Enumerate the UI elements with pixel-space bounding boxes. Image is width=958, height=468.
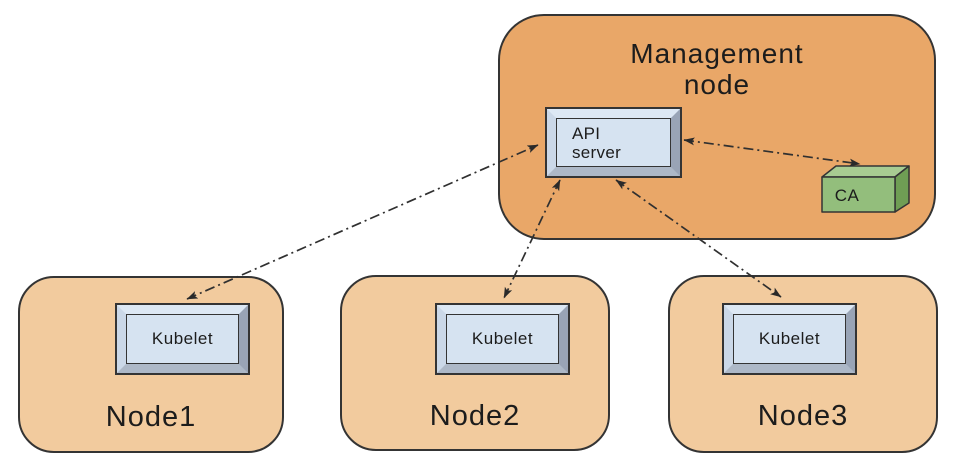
kubelet-bevel [437,305,568,373]
worker-node-1-label: Node1 [105,401,197,433]
kubelet-box-node2: Kubelet [435,303,570,375]
kubelet-label: Kubelet [471,329,534,348]
kubelet-box-node3: Kubelet [722,303,857,375]
management-node-container: Management node API server CA [498,14,936,240]
ca-label: CA [835,186,860,205]
ca-front-face [821,176,896,213]
worker-node-3: Kubelet Node3 [668,275,938,453]
kubelet-bevel [117,305,248,373]
kubelet-label: Kubelet [151,329,214,348]
worker-node-2: Kubelet Node2 [340,275,610,451]
worker-node-3-label: Node3 [757,400,849,432]
api-server-face: API server [556,118,671,167]
kubelet-face: Kubelet [126,314,239,364]
kubelet-box-node1: Kubelet [115,303,250,375]
management-node-label: Management node [500,38,934,100]
api-server-label: API server [572,123,622,162]
kubelet-bevel [724,305,855,373]
kubelet-face: Kubelet [733,314,846,364]
management-node-label-text: Management node [630,38,804,100]
ca-box: CA [821,165,910,213]
worker-node-2-label: Node2 [429,400,521,432]
api-server-bevel [547,109,680,176]
kubelet-face: Kubelet [446,314,559,364]
worker-node-1: Kubelet Node1 [18,276,284,453]
kubelet-label: Kubelet [758,329,821,348]
api-server-box: API server [545,107,682,178]
